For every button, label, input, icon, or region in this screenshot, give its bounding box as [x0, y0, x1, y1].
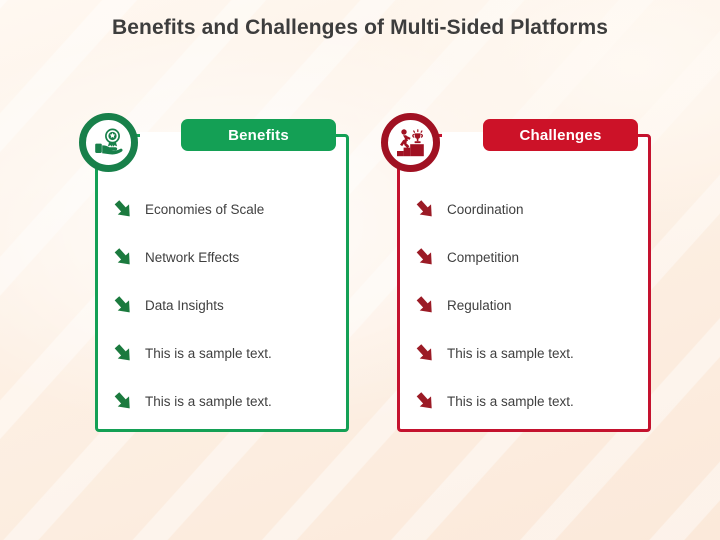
challenges-item-list: Coordination Competition Regulation This…: [414, 185, 644, 425]
benefits-item-list: Economies of Scale Network Effects Data …: [112, 185, 342, 425]
list-item-label: Network Effects: [145, 249, 240, 265]
list-item[interactable]: Economies of Scale: [112, 185, 342, 233]
arrow-bullet-icon: [414, 246, 436, 268]
person-climbing-stairs-to-trophy-icon: [381, 113, 440, 172]
list-item-label: This is a sample text.: [447, 393, 574, 409]
page-title: Benefits and Challenges of Multi-Sided P…: [111, 16, 609, 39]
list-item[interactable]: Competition: [414, 233, 644, 281]
list-item-label: Competition: [447, 249, 520, 265]
list-item[interactable]: This is a sample text.: [112, 329, 342, 377]
hand-holding-award-icon: [79, 113, 138, 172]
benefits-banner[interactable]: Benefits: [181, 119, 336, 151]
arrow-bullet-icon: [112, 390, 134, 412]
arrow-bullet-icon: [112, 342, 134, 364]
arrow-bullet-icon: [112, 294, 134, 316]
arrow-bullet-icon: [112, 246, 134, 268]
list-item[interactable]: This is a sample text.: [112, 377, 342, 425]
list-item-label: Coordination: [447, 201, 524, 217]
arrow-bullet-icon: [414, 342, 436, 364]
list-item-label: Regulation: [447, 297, 512, 313]
list-item-label: Data Insights: [145, 297, 224, 313]
list-item-label: This is a sample text.: [145, 345, 272, 361]
challenges-banner[interactable]: Challenges: [483, 119, 638, 151]
arrow-bullet-icon: [414, 390, 436, 412]
list-item[interactable]: Network Effects: [112, 233, 342, 281]
arrow-bullet-icon: [112, 198, 134, 220]
list-item[interactable]: Data Insights: [112, 281, 342, 329]
list-item[interactable]: This is a sample text.: [414, 329, 644, 377]
list-item-label: Economies of Scale: [145, 201, 265, 217]
list-item-label: This is a sample text.: [447, 345, 574, 361]
challenges-banner-label: Challenges: [519, 126, 602, 144]
arrow-bullet-icon: [414, 294, 436, 316]
benefits-banner-label: Benefits: [228, 126, 289, 144]
arrow-bullet-icon: [414, 198, 436, 220]
list-item[interactable]: Regulation: [414, 281, 644, 329]
list-item[interactable]: Coordination: [414, 185, 644, 233]
list-item[interactable]: This is a sample text.: [414, 377, 644, 425]
list-item-label: This is a sample text.: [145, 393, 272, 409]
